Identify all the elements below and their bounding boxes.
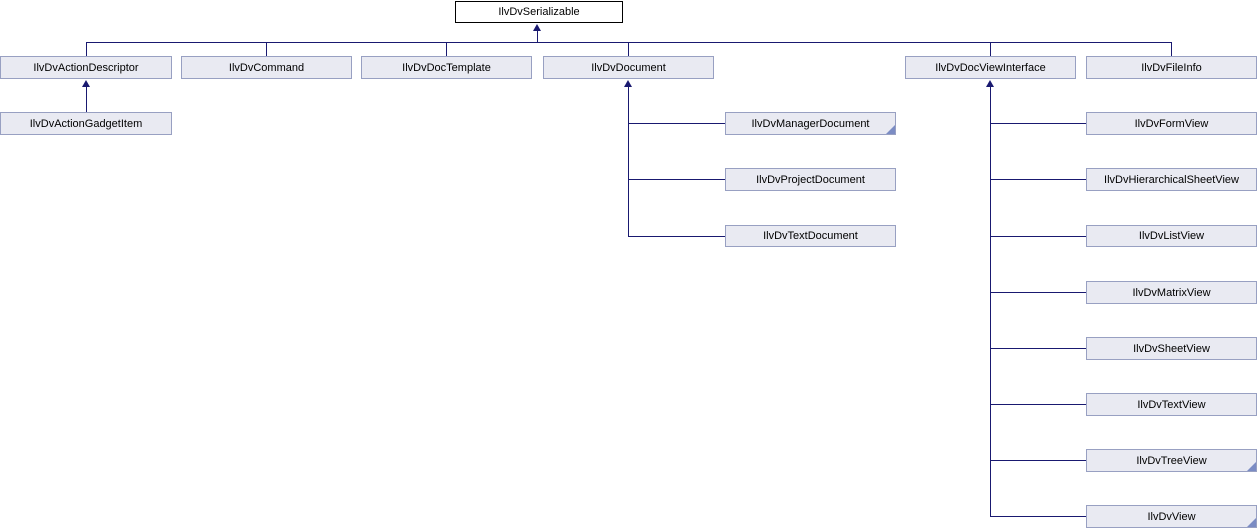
class-node-ilvdvformview[interactable]: IlvDvFormView [1086,112,1257,135]
class-name-label: IlvDvDocument [591,61,666,74]
class-name-label: IlvDvTextDocument [763,230,858,242]
inheritance-arrow-up-icon [624,80,632,87]
inheritance-edge-segment [990,292,1086,293]
inheritance-edge-segment [628,86,629,236]
inheritance-edge-segment [990,460,1086,461]
class-name-label: IlvDvHierarchicalSheetView [1104,173,1239,186]
class-name-label: IlvDvSerializable [498,6,580,18]
inheritance-edge-segment [1171,42,1172,57]
inheritance-edge-segment [990,236,1086,237]
inheritance-edge-segment [628,123,725,124]
inheritance-arrow-up-icon [82,80,90,87]
inheritance-edge-segment [86,42,87,57]
class-node-ilvdvprojectdocument[interactable]: IlvDvProjectDocument [725,168,896,191]
class-name-label: IlvDvCommand [228,61,305,74]
inheritance-edge-segment [990,516,1086,517]
inheritance-arrow-up-icon [986,80,994,87]
class-node-ilvdvdocviewinterface[interactable]: IlvDvDocViewInterface [905,56,1076,79]
class-node-ilvdvmatrixview[interactable]: IlvDvMatrixView [1086,281,1257,304]
class-node-ilvdvlistview[interactable]: IlvDvListView [1086,225,1257,247]
class-name-label: IlvDvFileInfo [1141,61,1202,74]
class-node-ilvdvserializable: IlvDvSerializable [455,1,623,23]
inheritance-edge-segment [266,42,267,57]
class-node-ilvdvactiondescriptor[interactable]: IlvDvActionDescriptor [0,56,172,79]
class-name-label: IlvDvView [1147,510,1196,523]
inheritance-edge-segment [990,348,1086,349]
class-name-label: IlvDvProjectDocument [756,173,865,186]
inheritance-edge-segment [537,30,538,43]
class-name-label: IlvDvActionDescriptor [33,61,139,74]
class-node-ilvdvactiongadgetitem[interactable]: IlvDvActionGadgetItem [0,112,172,135]
class-name-label: IlvDvDocTemplate [402,61,491,74]
class-node-ilvdvtextview[interactable]: IlvDvTextView [1086,393,1257,416]
class-name-label: IlvDvMatrixView [1132,286,1211,299]
inheritance-edge-segment [446,42,447,57]
class-node-ilvdvdocument[interactable]: IlvDvDocument [543,56,714,79]
inheritance-edge-segment [990,123,1086,124]
class-name-label: IlvDvTreeView [1136,454,1207,467]
more-derived-corner-icon [1247,462,1256,471]
class-name-label: IlvDvActionGadgetItem [29,117,143,130]
class-node-ilvdvcommand[interactable]: IlvDvCommand [181,56,352,79]
inheritance-edge-segment [990,404,1086,405]
class-node-ilvdvfileinfo[interactable]: IlvDvFileInfo [1086,56,1257,79]
class-node-ilvdvhierarchicalsheetview[interactable]: IlvDvHierarchicalSheetView [1086,168,1257,191]
more-derived-corner-icon [886,125,895,134]
inheritance-edge-segment [990,42,991,57]
class-name-label: IlvDvTextView [1137,398,1206,411]
class-node-ilvdvsheetview[interactable]: IlvDvSheetView [1086,337,1257,360]
class-node-ilvdvmanagerdocument[interactable]: IlvDvManagerDocument [725,112,896,135]
inheritance-edge-segment [628,236,725,237]
more-derived-corner-icon [1247,518,1256,527]
class-name-label: IlvDvListView [1138,230,1205,242]
inheritance-arrow-up-icon [533,24,541,31]
inheritance-edge-segment [990,179,1086,180]
class-name-label: IlvDvFormView [1134,117,1209,130]
inheritance-edge-segment [628,179,725,180]
class-name-label: IlvDvDocViewInterface [935,61,1046,74]
class-node-ilvdvview[interactable]: IlvDvView [1086,505,1257,528]
class-name-label: IlvDvSheetView [1133,342,1210,355]
inheritance-edge-segment [86,42,1172,43]
inheritance-edge-segment [86,86,87,112]
class-node-ilvdvdoctemplate[interactable]: IlvDvDocTemplate [361,56,532,79]
class-name-label: IlvDvManagerDocument [751,117,870,130]
inheritance-edge-segment [990,86,991,516]
inheritance-edge-segment [628,42,629,57]
class-node-ilvdvtextdocument[interactable]: IlvDvTextDocument [725,225,896,247]
class-node-ilvdvtreeview[interactable]: IlvDvTreeView [1086,449,1257,472]
